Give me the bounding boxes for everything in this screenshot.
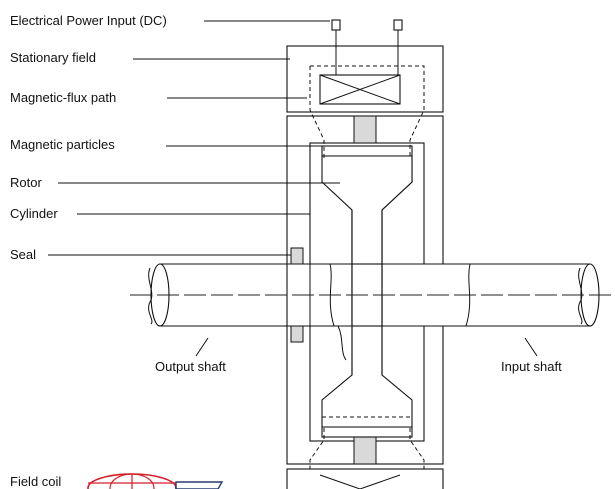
seal-top <box>290 247 304 265</box>
label-field-coil: Field coil <box>10 474 61 489</box>
label-power-input: Electrical Power Input (DC) <box>10 13 167 28</box>
pole-block-top <box>353 115 377 144</box>
label-rotor: Rotor <box>10 175 42 190</box>
label-cylinder: Cylinder <box>10 206 58 221</box>
seal-bottom <box>290 325 304 343</box>
power-terminal-left <box>331 19 341 31</box>
label-magnetic-particles: Magnetic particles <box>10 137 115 152</box>
stationary-field-bottom <box>286 468 444 489</box>
label-seal: Seal <box>10 247 36 262</box>
label-stationary-field: Stationary field <box>10 50 96 65</box>
magnetic-particles-top <box>321 145 413 157</box>
label-output-shaft: Output shaft <box>155 359 226 374</box>
pole-block-bottom <box>353 436 377 465</box>
power-terminal-right <box>393 19 403 31</box>
globe-logo-icon <box>87 473 224 489</box>
magnetic-particles-bottom <box>321 426 413 438</box>
label-input-shaft: Input shaft <box>501 359 562 374</box>
label-flux-path: Magnetic-flux path <box>10 90 116 105</box>
magnetic-flux-path <box>310 65 425 158</box>
